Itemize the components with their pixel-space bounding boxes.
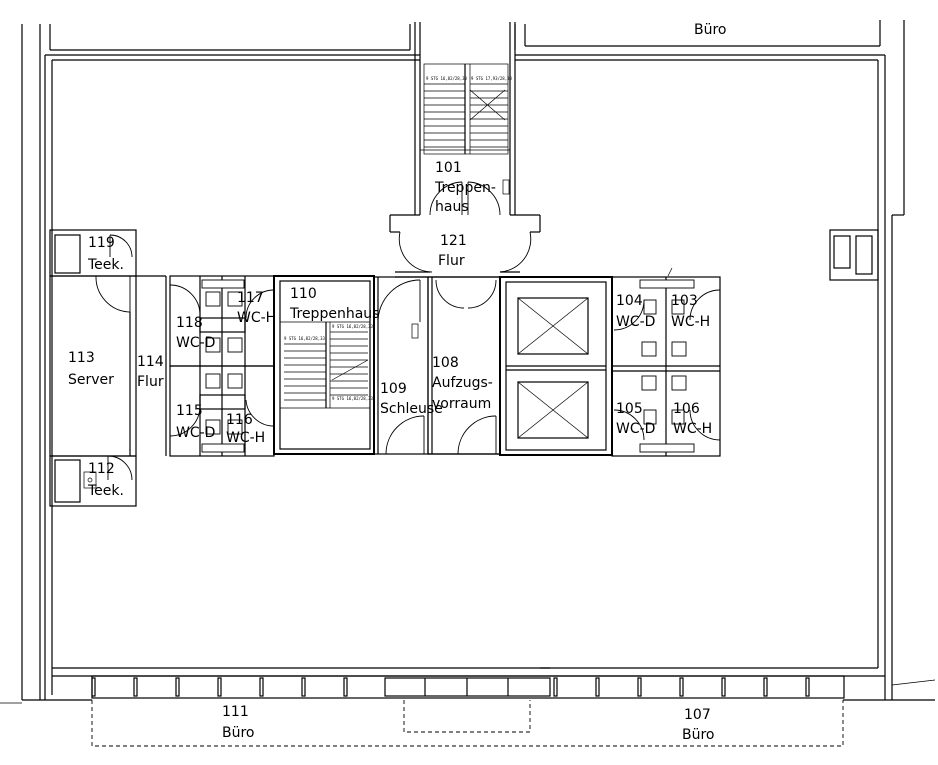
stair-mark-lower-mid: 9 STG 16,82/28,33 (284, 336, 326, 341)
corridor-121 (389, 214, 612, 278)
label-top-office: Büro (694, 22, 727, 38)
label-119-name: Teek. (87, 257, 124, 273)
label-107-number: 107 (684, 707, 711, 723)
room-112 (49, 455, 137, 507)
label-113-name: Server (68, 372, 114, 388)
label-112-name: Teek. (87, 483, 124, 499)
label-113-number: 113 (68, 350, 95, 366)
stair-mark-lower-bottom: 9 STG 16,82/28,33 (332, 396, 374, 401)
room-labels: Büro 101 Treppen- haus 121 Flur 119 Teek… (68, 22, 727, 743)
balcony-outline (91, 700, 844, 747)
label-101-number: 101 (435, 160, 462, 176)
label-116-name: WC-H (226, 430, 265, 446)
label-111-name: Büro (222, 725, 255, 741)
label-108-line1: Aufzugs- (432, 375, 493, 391)
label-110-name: Treppenhaus (289, 306, 379, 322)
right-wc-block (611, 267, 721, 457)
left-wc-block (136, 275, 275, 457)
label-117-name: WC-H (237, 310, 276, 326)
stair-mark-upper-right: 9 STG 17,93/28,33 (471, 76, 513, 81)
label-115-name: WC-D (176, 425, 215, 441)
stair-mark-upper-left: 9 STG 16,82/28,33 (426, 76, 468, 81)
label-103-name: WC-H (671, 314, 710, 330)
label-108-number: 108 (432, 355, 459, 371)
label-104-number: 104 (616, 293, 643, 309)
stair-mark-lower-top: 9 STG 16,82/28,33 (332, 324, 374, 329)
label-105-number: 105 (616, 401, 643, 417)
label-118-number: 118 (176, 315, 203, 331)
room-113 (49, 275, 137, 457)
label-114-name: Flur (137, 374, 164, 390)
label-121-name: Flur (438, 253, 465, 269)
label-107-name: Büro (682, 727, 715, 743)
stair-101: 9 STG 16,82/28,33 9 STG 17,93/28,33 (414, 22, 516, 216)
elevator-shafts (499, 276, 613, 456)
label-105-name: WC-D (616, 421, 655, 437)
label-110-number: 110 (290, 286, 317, 302)
label-116-number: 116 (226, 412, 253, 428)
wall-fixture-right (829, 229, 879, 281)
room-109 (373, 276, 429, 455)
label-106-name: WC-H (673, 421, 712, 437)
outer-walls (0, 20, 936, 704)
bottom-windows (91, 675, 845, 699)
label-103-number: 103 (671, 293, 698, 309)
label-111-number: 111 (222, 704, 249, 720)
label-109-number: 109 (380, 381, 407, 397)
label-115-number: 115 (176, 403, 203, 419)
label-118-name: WC-D (176, 335, 215, 351)
label-114-number: 114 (137, 354, 164, 370)
label-101-line2: haus (435, 199, 469, 215)
stair-110: 9 STG 16,82/28,33 9 STG 16,82/28,33 9 ST… (273, 275, 375, 455)
label-109-name: Schleuse (380, 401, 443, 417)
label-121-number: 121 (440, 233, 467, 249)
label-119-number: 119 (88, 235, 115, 251)
label-101-line1: Treppen- (434, 180, 496, 196)
label-117-number: 117 (237, 290, 264, 306)
label-104-name: WC-D (616, 314, 655, 330)
label-112-number: 112 (88, 461, 115, 477)
label-108-line2: vorraum (432, 396, 491, 412)
label-106-number: 106 (673, 401, 700, 417)
